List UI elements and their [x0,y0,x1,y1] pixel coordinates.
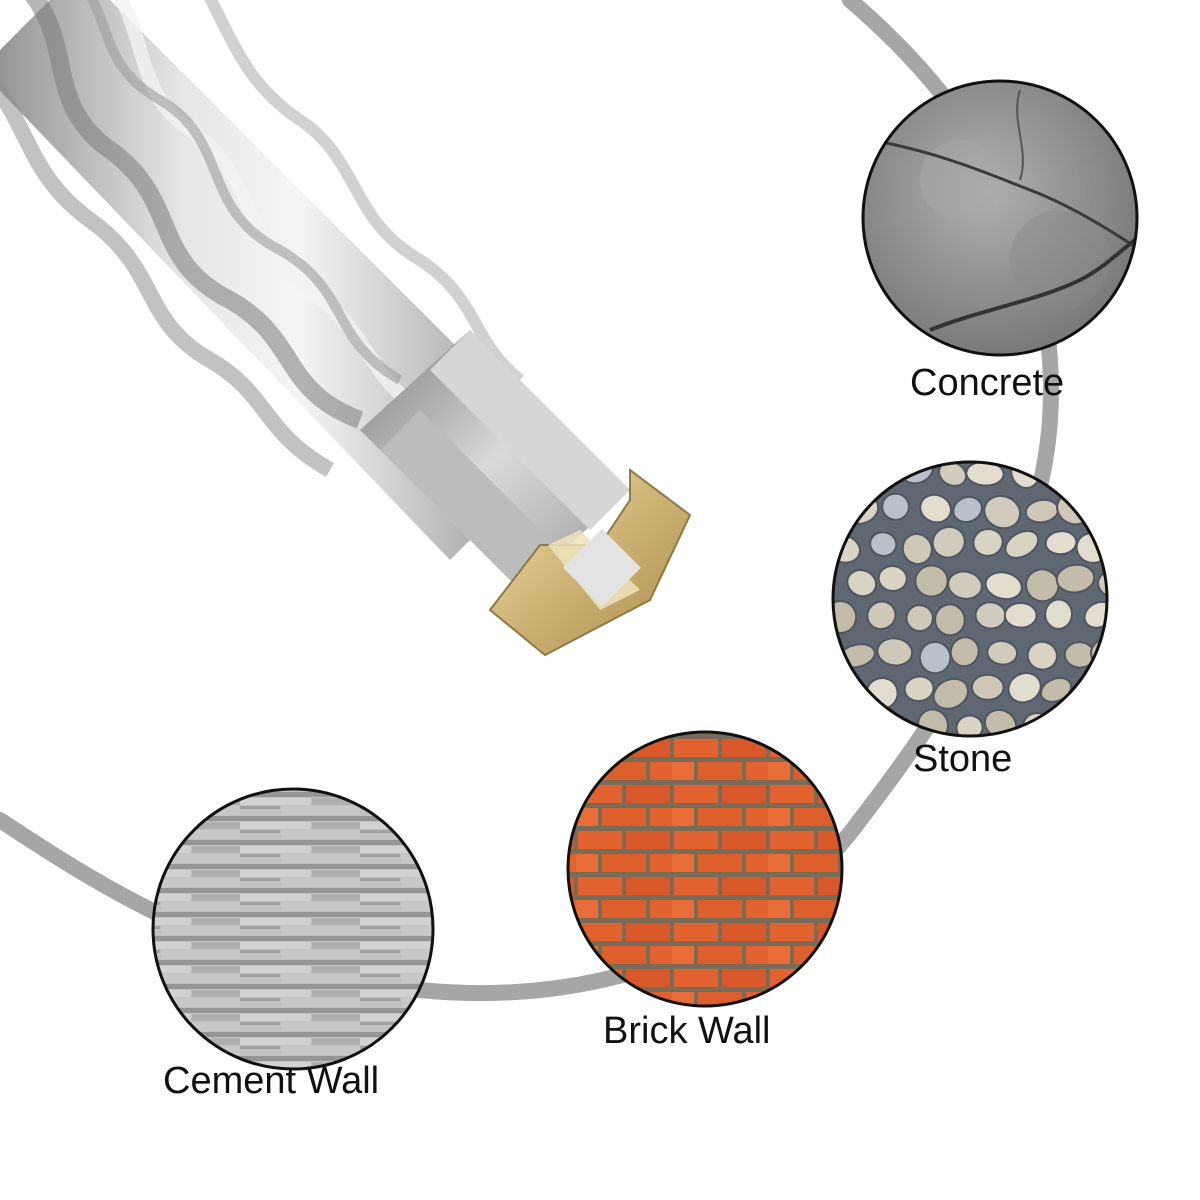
brick-swatch [566,730,844,1008]
stone-piece [1058,710,1088,736]
stone-piece [947,570,983,600]
stone-piece [1091,493,1107,524]
stone-piece [1003,601,1038,629]
stone-piece [952,495,983,524]
label-stone: Stone [913,738,1013,780]
stone-piece [955,714,984,736]
cracked-concrete-texture [863,81,1137,355]
stone-piece [1004,529,1040,559]
cement-swatch [151,787,435,1071]
stone-piece [914,564,949,598]
stone-piece [970,673,1005,701]
cross-carbide-tip-icon [488,468,692,657]
stone-piece [1092,710,1107,736]
stone-piece [869,531,898,557]
stone-piece [932,677,969,710]
stacked-cement-wall-texture [153,789,433,1069]
label-concrete: Concrete [910,362,1065,404]
stone-piece [905,604,934,633]
stone-piece [833,600,858,634]
stone-piece [974,601,1007,630]
stone-piece [931,525,966,559]
brick-wall-texture [568,732,842,1006]
stone-piece [1025,568,1060,603]
stone-swatch [831,460,1109,738]
stone-piece [1044,598,1074,630]
stone-wall-texture [833,462,1107,736]
stone-piece [919,493,952,524]
label-brick-wall: Brick Wall [603,1010,771,1052]
label-cement-wall: Cement Wall [163,1060,380,1102]
stone-piece [1055,563,1096,594]
stone-piece [986,639,1019,666]
stone-piece [901,532,933,566]
stone-piece [876,637,914,667]
stone-piece [877,564,908,593]
stone-piece [838,704,877,736]
stone-piece [903,675,935,703]
stone-piece [881,492,910,521]
stone-piece [1026,640,1058,671]
concrete-swatch [861,79,1139,357]
stone-piece [984,571,1023,601]
stone-piece [949,636,980,668]
stone-piece [866,600,897,631]
sds-drill-bit-icon [0,0,692,657]
stone-piece [934,603,966,637]
stone-piece [846,569,878,598]
stone-piece [1044,530,1078,556]
stone-piece [965,462,1005,487]
stone-piece [983,494,1022,530]
stone-piece [972,527,1004,557]
stone-piece [1077,462,1107,494]
stone-piece [1007,672,1042,704]
stone-piece [833,462,859,488]
